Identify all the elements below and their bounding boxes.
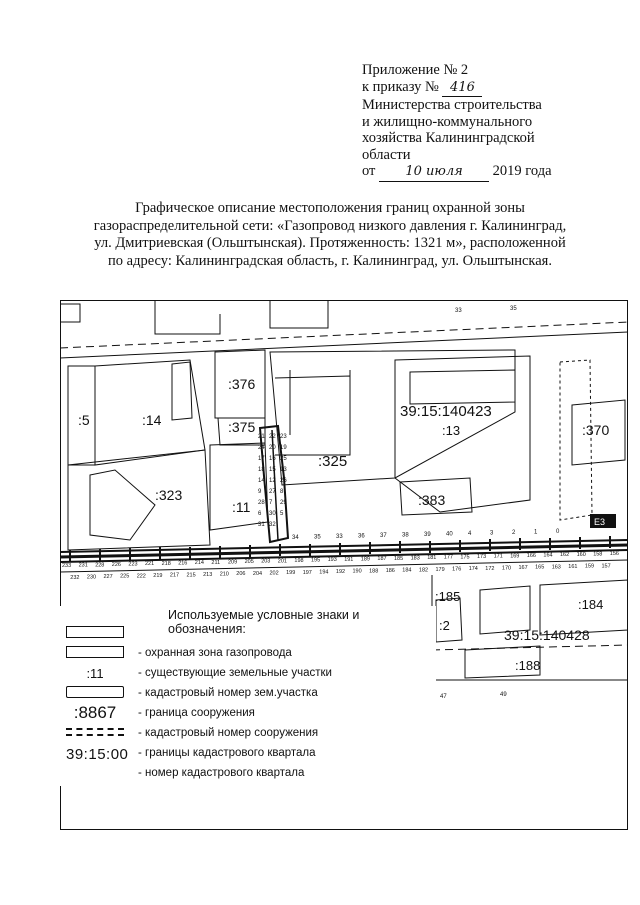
legend-row-blank bbox=[60, 626, 436, 644]
legend-symbol-structure-number: :8867 bbox=[73, 703, 117, 722]
ministry-line-3: хозяйства Калининградской bbox=[362, 130, 535, 146]
title-line-2: газораспределительной сети: «Газопровод … bbox=[93, 217, 567, 234]
order-line: к приказу № 416 bbox=[362, 78, 632, 97]
legend-symbol-box bbox=[66, 626, 124, 638]
legend-row-structure-cad: - кадастровый номер сооружения bbox=[60, 726, 436, 744]
legend-label: - номер кадастрового квартала bbox=[138, 767, 305, 779]
legend-label: - охранная зона газопровода bbox=[138, 647, 292, 659]
date-prefix: от bbox=[362, 163, 376, 179]
order-prefix: к приказу № bbox=[362, 78, 439, 95]
legend-symbol-quarter-number: 39:15:00 bbox=[66, 746, 129, 763]
legend-symbol-zone bbox=[66, 646, 124, 658]
legend-label: - граница сооружения bbox=[138, 707, 255, 719]
title-line-4: по адресу: Калининградская область, г. К… bbox=[108, 252, 552, 269]
map-drawing bbox=[60, 300, 628, 830]
legend-title: Используемые условные знаки и обозначени… bbox=[168, 608, 360, 636]
legend-row-zone: - охранная зона газопровода bbox=[60, 646, 436, 664]
order-number: 416 bbox=[442, 80, 483, 97]
ministry-line-2: и жилищно-коммунального bbox=[362, 113, 533, 130]
legend-label: - границы кадастрового квартала bbox=[138, 747, 316, 759]
legend-row-structure: :8867 - граница сооружения bbox=[60, 703, 436, 724]
date-suffix: 2019 года bbox=[492, 163, 552, 179]
legend-row-parcel-cad: - кадастровый номер зем.участка bbox=[60, 686, 436, 704]
date-handwritten: 10 июля bbox=[379, 164, 490, 182]
document-title: Графическое описание местоположения гран… bbox=[60, 200, 600, 270]
ministry-line-1: Министерства строительства bbox=[362, 97, 542, 113]
legend-symbol-parcel-number: :11 bbox=[86, 666, 104, 681]
title-line-1: Графическое описание местоположения гран… bbox=[135, 200, 525, 216]
legend-row-quarter-bounds: 39:15:00 - границы кадастрового квартала bbox=[60, 746, 436, 764]
ministry-line-4: области bbox=[362, 146, 411, 163]
date-line: от 10 июля 2019 года bbox=[362, 163, 632, 182]
map-legend: Используемые условные знаки и обозначени… bbox=[60, 606, 436, 786]
legend-symbol-quarter-boundary bbox=[66, 728, 124, 736]
legend-row-parcels: :11 - существующие земельные участки bbox=[60, 666, 436, 684]
legend-row-quarter-number: - номер кадастрового квартала bbox=[60, 766, 436, 784]
legend-label: - кадастровый номер зем.участка bbox=[138, 687, 318, 699]
title-line-3: ул. Дмитриевская (Ольштынская). Протяжен… bbox=[94, 235, 566, 251]
legend-label: - существующие земельные участки bbox=[138, 667, 332, 679]
legend-symbol-parcel-boundary bbox=[66, 686, 124, 698]
legend-label: - кадастровый номер сооружения bbox=[138, 727, 319, 739]
document-header: Приложение № 2 к приказу № 416 Министерс… bbox=[362, 62, 632, 182]
appendix-number: Приложение № 2 bbox=[362, 62, 469, 78]
